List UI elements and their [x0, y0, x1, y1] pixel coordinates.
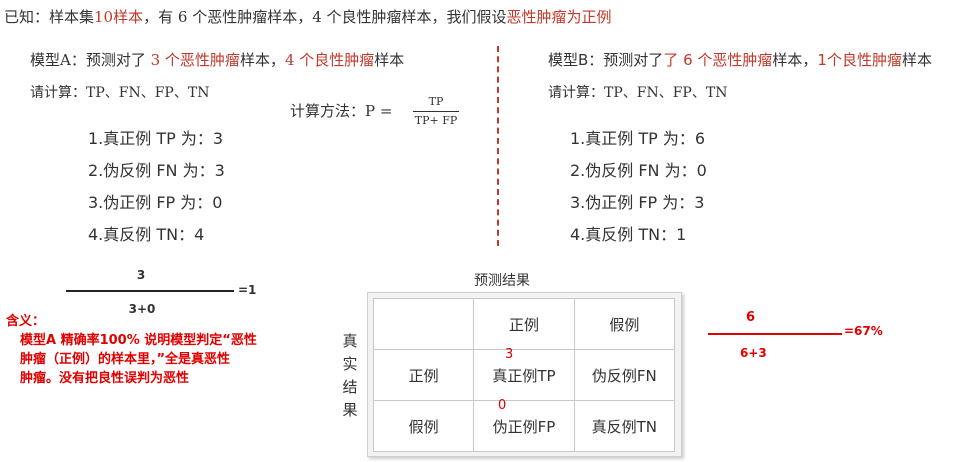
matrix-actual-char-4: 果: [342, 401, 358, 419]
calc-b-numerator: 6: [746, 310, 756, 325]
model-a-mid: 样本，: [239, 51, 285, 69]
calc-b-denominator: 6+3: [740, 346, 767, 360]
model-a-heading: 模型A：预测对了 3 个恶性肿瘤样本，4 个良性肿瘤样本: [30, 49, 404, 70]
matrix-fp-annotation: 0: [498, 398, 507, 413]
model-b-suffix: 样本: [901, 51, 932, 69]
model-b-item-tp: 1.真正例 TP 为：6: [570, 129, 706, 148]
matrix-corner-cell: [372, 298, 475, 350]
model-b-malignant: 了 6 个恶性肿瘤: [663, 51, 773, 69]
matrix-col-positive: 正例: [473, 298, 575, 350]
model-b-mid: 样本，: [772, 51, 818, 69]
model-b-item-fp: 3.伪正例 FP 为：3: [570, 193, 705, 212]
calc-a-denominator: 3+0: [128, 302, 156, 316]
matrix-actual-char-1: 真: [342, 332, 358, 350]
confusion-matrix: 正例 假例 正例 真正例TP 伪反例FN 假例 伪正例FP 真反例TN: [367, 292, 682, 457]
meaning-line-2: 肿瘤（正例）的样本里，”全是真恶性: [20, 352, 231, 367]
confusion-matrix-table: 正例 假例 正例 真正例TP 伪反例FN 假例 伪正例FP 真反例TN: [372, 298, 676, 452]
model-a-benign: 4 个良性肿瘤: [284, 51, 375, 69]
matrix-actual-char-3: 结: [342, 378, 358, 396]
calc-a-fraction-bar: [66, 290, 234, 292]
model-a-request: 请计算：TP、FN、FP、TN: [30, 85, 210, 101]
matrix-row-positive-label: 正例: [372, 349, 475, 401]
model-b-request: 请计算：TP、FN、FP、TN: [548, 85, 728, 101]
meaning-line-3: 肿瘤。没有把良性误判为恶性: [20, 371, 190, 386]
model-b-benign: 1个良性肿瘤: [817, 51, 902, 69]
formula-fraction-bar: [413, 111, 459, 112]
model-a-prefix: 模型A：预测对了: [30, 51, 146, 69]
model-b-heading: 模型B：预测对了了 6 个恶性肿瘤样本，1个良性肿瘤样本: [548, 49, 932, 70]
matrix-row-positive: 正例 真正例TP 伪反例FN: [372, 349, 676, 401]
model-a-item-fn: 2.伪反例 FN 为：3: [88, 161, 225, 180]
known-count: 10样本: [94, 8, 144, 26]
meaning-title: 含义：: [6, 314, 46, 329]
formula-label: 计算方法：P =: [290, 102, 393, 120]
formula-denominator: TP+ FP: [414, 114, 458, 127]
model-a-item-tp: 1.真正例 TP 为：3: [88, 129, 224, 148]
matrix-cell-fn: 伪反例FN: [573, 349, 676, 401]
calc-b-fraction-bar: [708, 333, 842, 335]
model-a-malignant: 3 个恶性肿瘤: [145, 51, 240, 69]
model-a-suffix: 样本: [374, 51, 405, 69]
matrix-row-negative: 假例 伪正例FP 真反例TN: [372, 400, 676, 452]
known-middle: ，有 6 个恶性肿瘤样本，4 个良性肿瘤样本，我们假设: [143, 8, 507, 26]
matrix-col-negative: 假例: [573, 298, 676, 350]
matrix-cell-tn: 真反例TN: [573, 400, 676, 452]
matrix-header-row: 正例 假例: [372, 298, 676, 350]
known-assumption: 恶性肿瘤为正例: [506, 8, 612, 26]
matrix-cell-tp: 真正例TP: [473, 349, 575, 401]
calc-a-result: =1: [238, 283, 257, 297]
model-a-item-tn: 4.真反例 TN：4: [88, 225, 205, 244]
model-b-item-tn: 4.真反例 TN：1: [570, 225, 687, 244]
model-b-item-fn: 2.伪反例 FN 为：0: [570, 161, 707, 180]
known-statement: 已知：样本集10样本，有 6 个恶性肿瘤样本，4 个良性肿瘤样本，我们假设恶性肿…: [4, 6, 612, 27]
known-prefix: 已知：样本集: [4, 8, 95, 26]
formula-numerator: TP: [428, 95, 444, 108]
matrix-actual-label: 真 实 结 果: [340, 330, 360, 422]
calc-a-numerator: 3: [136, 268, 146, 282]
matrix-row-negative-label: 假例: [372, 400, 475, 452]
model-a-item-fp: 3.伪正例 FP 为：0: [88, 193, 223, 212]
matrix-tp-annotation: 3: [505, 347, 514, 362]
section-divider: [497, 46, 499, 246]
matrix-cell-fp: 伪正例FP: [473, 400, 575, 452]
matrix-actual-char-2: 实: [342, 355, 358, 373]
model-b-prefix: 模型B：预测对了: [548, 51, 664, 69]
meaning-note: 含义： 模型A 精确率100% 说明模型判定“恶性 肿瘤（正例）的样本里，”全是…: [6, 312, 257, 388]
calc-b-result: =67%: [844, 324, 883, 338]
meaning-line-1: 模型A 精确率100% 说明模型判定“恶性: [20, 333, 257, 348]
matrix-predicted-label: 预测结果: [474, 273, 530, 289]
